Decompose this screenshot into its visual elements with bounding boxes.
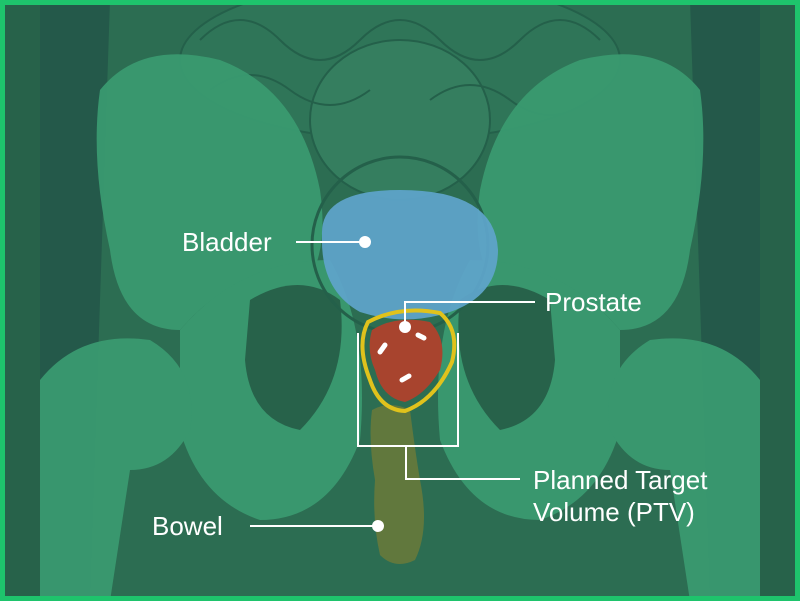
ptv-label-line1: Planned Target: [533, 465, 708, 495]
obturator-foramen: [245, 285, 555, 430]
bowel-shape: [370, 405, 424, 564]
leader-dots: [359, 236, 411, 532]
leader-lines: [250, 241, 535, 527]
bladder-label: Bladder: [182, 227, 272, 257]
fiducial-markers: [377, 332, 427, 383]
bowel-label: Bowel: [152, 511, 223, 541]
intestines: [179, 0, 621, 201]
ptv-label-line2: Volume (PTV): [533, 497, 695, 527]
bladder-shape: [321, 190, 498, 320]
ptv-outline: [360, 308, 457, 414]
prostate-label: Prostate: [545, 287, 642, 317]
